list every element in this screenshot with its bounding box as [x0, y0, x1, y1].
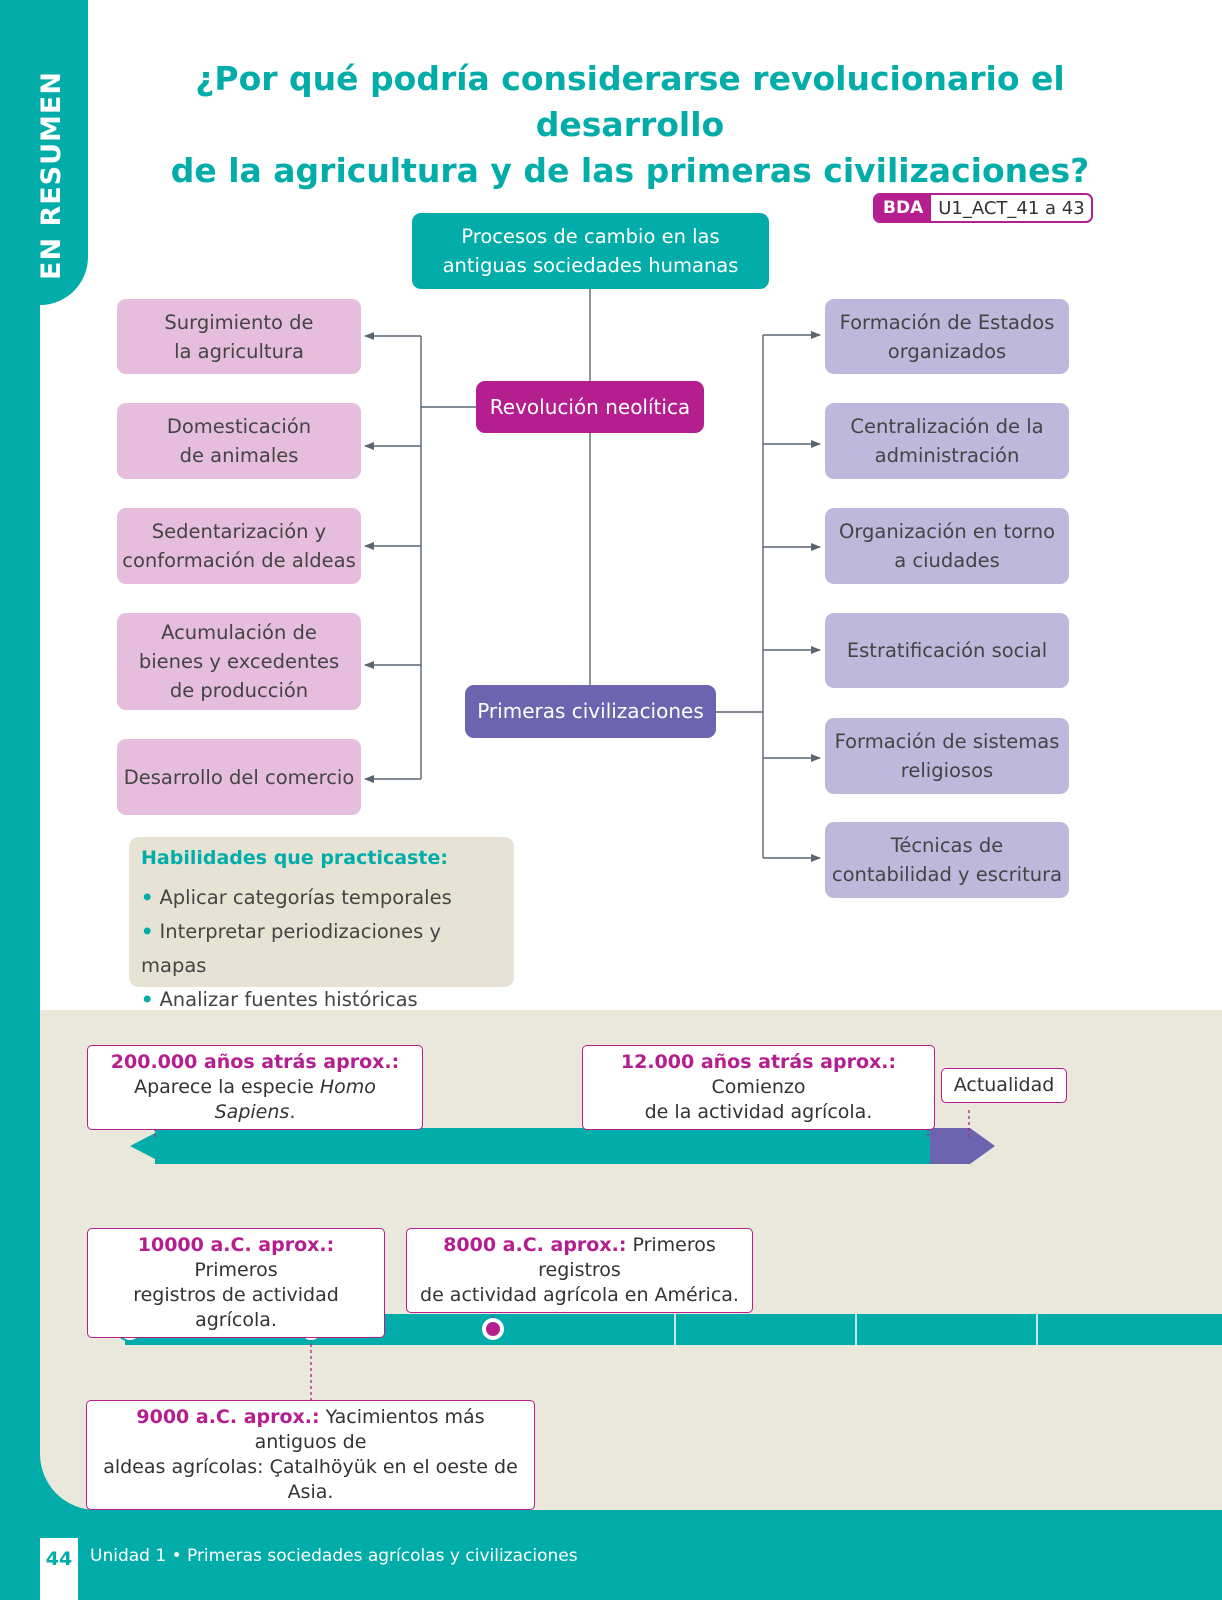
timeline2-event-2-text2: de actividad agrícola en América.: [420, 1284, 739, 1306]
bda-code: U1_ACT_41 a 43: [938, 197, 1085, 219]
timeline1-event-1-text: Aparece la especie: [134, 1076, 320, 1098]
timeline2-event-2: 8000 a.C. aprox.: Primeros registros de …: [406, 1228, 753, 1313]
timeline1-bar: [155, 1128, 930, 1164]
left-node-3-line-1: Sedentarización y: [151, 520, 327, 543]
timeline1-event-2: 12.000 años atrás aprox.: Comienzo de la…: [582, 1045, 935, 1130]
skill-item-1: •Aplicar categorías temporales: [141, 886, 452, 909]
skill-item-2: •Interpretar periodizaciones y mapas: [141, 920, 442, 977]
diagram-connectors: [364, 289, 821, 862]
timeline2-event-1-text2: registros de actividad agrícola.: [133, 1284, 339, 1331]
neolithic-node: Revolución neolítica: [476, 381, 704, 433]
right-node-2: Centralización de la administración: [825, 403, 1069, 479]
left-node-2: Domesticación de animales: [117, 403, 361, 479]
left-node-4-line-1: Acumulación de: [161, 621, 317, 644]
timeline1-event-3-text: Actualidad: [953, 1074, 1055, 1096]
left-node-2-line-1: Domesticación: [166, 415, 312, 438]
bda-badge: BDA U1_ACT_41 a 43: [873, 193, 1093, 223]
skills-heading: Habilidades que practicaste:: [141, 847, 448, 869]
timeline2-event-1-date: 10000 a.C. aprox.:: [137, 1234, 335, 1256]
bda-tag: BDA: [875, 195, 932, 221]
right-node-4: Estratificación social: [825, 613, 1069, 688]
title-line-1: ¿Por qué podría considerarse revoluciona…: [195, 59, 1065, 144]
right-node-3: Organización en torno a ciudades: [825, 508, 1069, 584]
left-node-5-line-1: Desarrollo del comercio: [123, 765, 355, 789]
page-title: ¿Por qué podría considerarse revoluciona…: [100, 56, 1160, 194]
title-line-2: de la agricultura y de las primeras civi…: [170, 151, 1090, 190]
timeline2-event-1-text: Primeros: [194, 1259, 278, 1281]
timeline1-event-2-text: Comienzo: [711, 1076, 806, 1098]
timeline2-event-2-text: Primeros registros: [538, 1234, 716, 1281]
timeline1-event-1-date: 200.000 años atrás aprox.:: [110, 1051, 400, 1073]
right-node-1: Formación de Estados organizados: [825, 299, 1069, 374]
left-node-4-line-3: de producción: [169, 679, 309, 702]
right-node-2-line-1: Centralización de la: [850, 415, 1044, 438]
right-node-5: Formación de sistemas religiosos: [825, 718, 1069, 794]
timeline1-event-2-text2: de la actividad agrícola.: [644, 1101, 873, 1123]
left-node-4: Acumulación de bienes y excedentes de prod…: [117, 613, 361, 710]
skill-item-2-text: Interpretar periodizaciones y mapas: [141, 920, 442, 977]
left-node-1: Surgimiento de la agricultura: [117, 299, 361, 374]
left-node-3-line-2: conformación de aldeas: [122, 549, 356, 572]
root-line-1: Procesos de cambio en las: [461, 225, 720, 248]
left-node-5: Desarrollo del comercio: [117, 739, 361, 815]
skills-box: Habilidades que practicaste: •Aplicar ca…: [129, 837, 514, 1011]
skill-item-3: •Analizar fuentes históricas: [141, 988, 418, 1011]
skill-item-3-text: Analizar fuentes históricas: [159, 988, 418, 1011]
timeline1-event-1: 200.000 años atrás aprox.: Aparece la es…: [87, 1045, 423, 1130]
right-node-2-line-2: administración: [874, 444, 1020, 467]
footer-unit-title: Unidad 1 • Primeras sociedades agrícolas…: [90, 1546, 578, 1566]
right-node-4-line-1: Estratificación social: [846, 639, 1048, 662]
left-node-3: Sedentarización y conformación de aldeas: [117, 508, 361, 584]
timeline2-event-2-date: 8000 a.C. aprox.:: [443, 1234, 627, 1256]
left-node-1-line-1: Surgimiento de: [164, 310, 314, 334]
timeline1-event-1-tail: .: [289, 1101, 296, 1123]
civilizations-node: Primeras civilizaciones: [465, 685, 716, 738]
root-node: Procesos de cambio en las antiguas socied…: [412, 213, 769, 289]
right-node-5-line-2: religiosos: [900, 759, 994, 782]
side-tab: [0, 0, 88, 305]
right-node-6-line-1: Técnicas de: [890, 834, 1004, 857]
timeline1-left-arrow: [130, 1133, 155, 1159]
page-number: 44: [40, 1538, 78, 1600]
root-line-2: antiguas sociedades humanas: [442, 254, 739, 277]
left-node-2-line-2: de animales: [179, 444, 299, 467]
right-node-6-line-2: contabilidad y escritura: [831, 863, 1063, 886]
timeline2-marker-3-core: [486, 1322, 500, 1336]
right-node-6: Técnicas de contabilidad y escritura: [825, 822, 1069, 898]
timeline1-event-1-italic: Homo Sapiens: [214, 1076, 376, 1123]
timeline2-event-3-text2: aldeas agrícolas: Çatalhöyük en el oeste…: [103, 1456, 518, 1503]
right-node-1-line-1: Formación de Estados: [839, 310, 1055, 334]
right-node-3-line-1: Organización en torno: [838, 520, 1056, 543]
right-node-1-line-2: organizados: [887, 339, 1007, 363]
timeline2-event-3-date: 9000 a.C. aprox.:: [136, 1406, 320, 1428]
right-node-5-line-1: Formación de sistemas: [834, 730, 1060, 753]
timeline1-recent-segment: [930, 1128, 970, 1164]
left-node-1-line-2: la agricultura: [174, 339, 304, 363]
timeline1-event-3: Actualidad: [941, 1068, 1067, 1103]
left-node-4-line-2: bienes y excedentes: [138, 650, 340, 673]
timeline2-event-3-text: Yacimientos más antiguos de: [254, 1406, 485, 1453]
timeline1-event-2-date: 12.000 años atrás aprox.:: [620, 1051, 897, 1073]
timeline2-event-3: 9000 a.C. aprox.: Yacimientos más antigu…: [86, 1400, 535, 1510]
skill-item-1-text: Aplicar categorías temporales: [159, 886, 452, 909]
right-node-3-line-2: a ciudades: [894, 549, 1000, 572]
timeline1-right-arrow: [970, 1128, 995, 1164]
timeline2-event-1: 10000 a.C. aprox.: Primeros registros de…: [87, 1228, 385, 1338]
